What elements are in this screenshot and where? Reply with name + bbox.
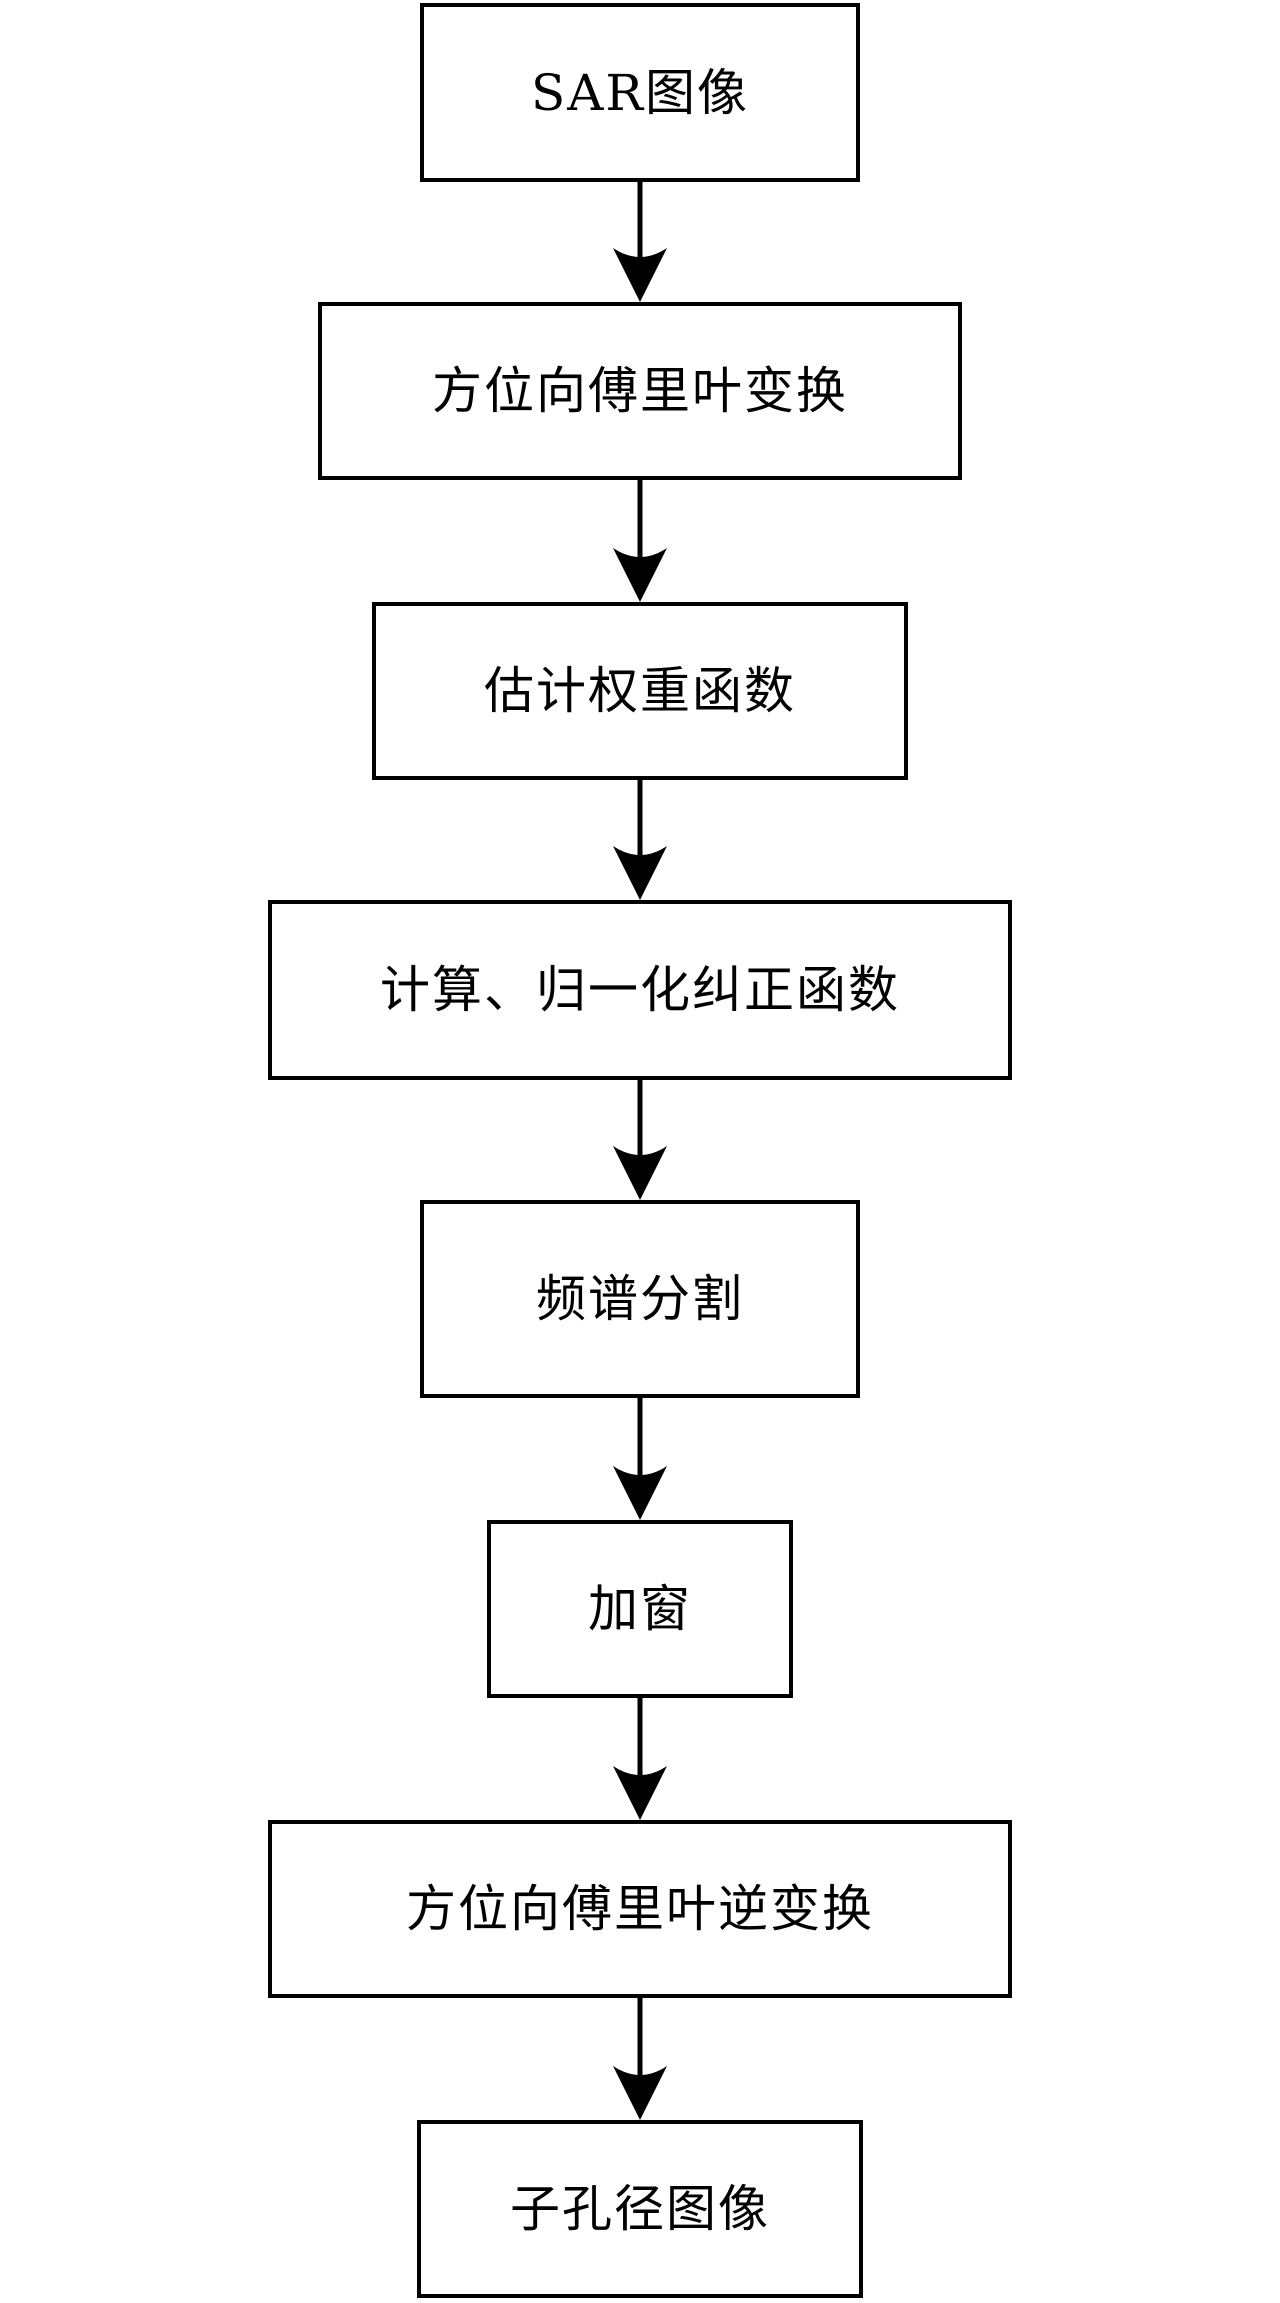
arrow-down-icon <box>613 1998 667 2120</box>
node-label: 子孔径图像 <box>510 2180 770 2238</box>
node-sub-aperture-image: 子孔径图像 <box>417 2120 863 2298</box>
node-estimate-weight-function: 估计权重函数 <box>372 602 908 780</box>
node-azimuth-fourier-transform: 方位向傅里叶变换 <box>318 302 962 480</box>
node-label: 估计权重函数 <box>484 662 796 720</box>
arrow-down-icon <box>613 480 667 602</box>
arrow-down-icon <box>613 1698 667 1820</box>
arrow-down-icon <box>613 1080 667 1200</box>
node-label: 频谱分割 <box>536 1270 744 1328</box>
node-azimuth-inverse-fourier-transform: 方位向傅里叶逆变换 <box>268 1820 1012 1998</box>
arrow-down-icon <box>613 1398 667 1520</box>
arrow-down-icon <box>613 780 667 900</box>
node-label: SAR图像 <box>530 63 749 122</box>
node-label: 方位向傅里叶变换 <box>432 362 848 420</box>
node-label: 计算、归一化纠正函数 <box>380 961 900 1019</box>
node-label: 方位向傅里叶逆变换 <box>406 1880 874 1938</box>
arrow-down-icon <box>613 182 667 302</box>
node-windowing: 加窗 <box>487 1520 793 1698</box>
node-spectrum-segmentation: 频谱分割 <box>420 1200 860 1398</box>
node-label: 加窗 <box>588 1580 692 1638</box>
node-compute-normalize-correction-function: 计算、归一化纠正函数 <box>268 900 1012 1080</box>
node-sar-image: SAR图像 <box>420 3 860 182</box>
